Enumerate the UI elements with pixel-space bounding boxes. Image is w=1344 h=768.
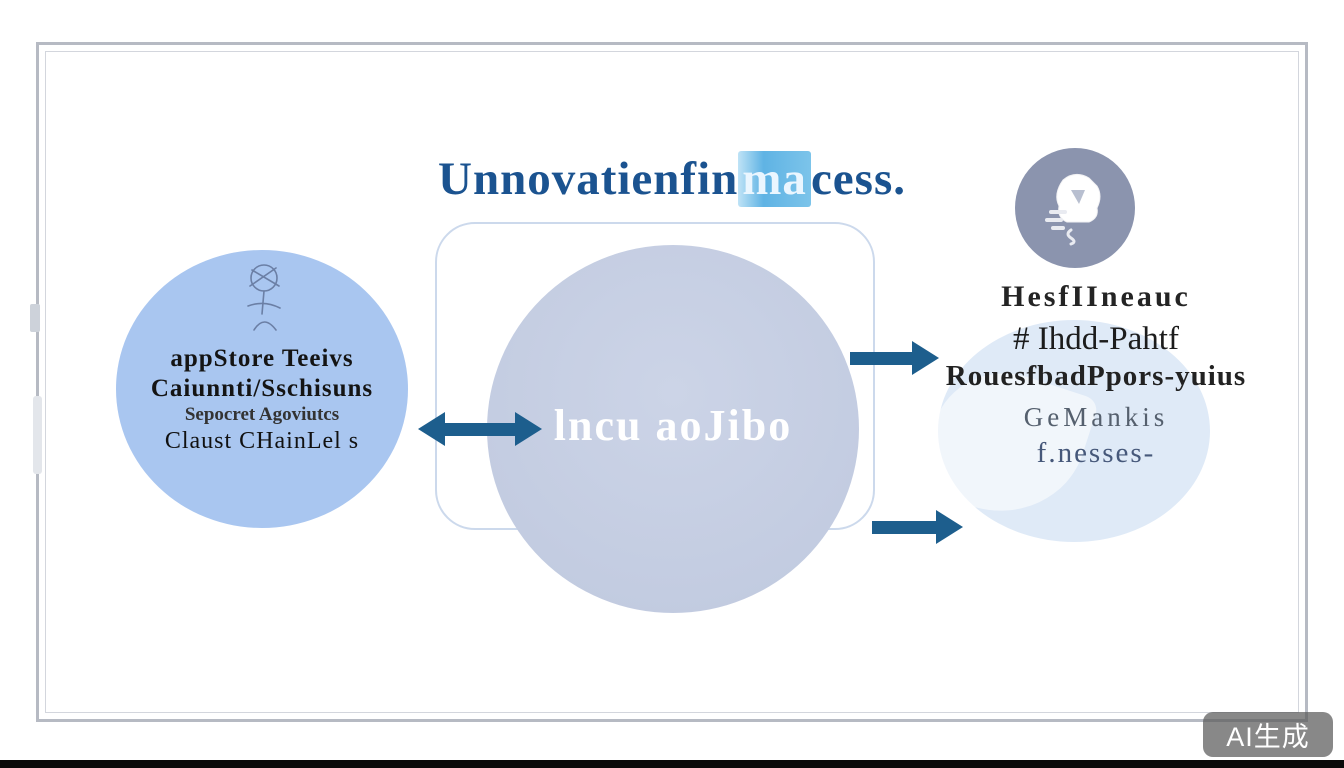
right-line: f.nesses- xyxy=(1036,436,1156,469)
right-bubble xyxy=(914,320,1210,542)
arrow-shaft xyxy=(445,422,515,436)
title-prefix: Unnovatienfin xyxy=(438,153,739,205)
left-line: Claust CHainLel s xyxy=(164,427,360,454)
right-line: RouesfbadPpors-yuius xyxy=(945,360,1247,393)
edge-artifact xyxy=(33,396,42,474)
right-line: # Ihdd-Pahtf xyxy=(1013,320,1179,357)
title-highlight: ma xyxy=(738,151,811,207)
cup-sketch-icon xyxy=(1045,174,1101,246)
arrow-shaft xyxy=(872,520,936,534)
edge-artifact xyxy=(30,304,40,332)
arrow-head-right-icon xyxy=(936,510,963,544)
badge-circle xyxy=(1015,148,1135,268)
left-bubble: appStore Teeivs Caiunnti/Sschisuns Sepoc… xyxy=(116,250,408,528)
person-sketch-icon xyxy=(224,256,304,342)
double-arrow xyxy=(418,412,542,446)
inner-frame xyxy=(45,51,1299,713)
right-text-block: HesfIIneauc # Ihdd-Pahtf RouesfbadPpors-… xyxy=(888,280,1304,470)
left-bubble-text: appStore Teeivs Caiunnti/Sschisuns Sepoc… xyxy=(116,344,408,456)
bottom-edge-bar xyxy=(0,760,1344,768)
page-title: Unnovatienfinmacess. xyxy=(0,151,1344,207)
center-bubble-label: lncu aoJibo xyxy=(553,400,793,450)
arrow-head-right-icon xyxy=(912,341,939,375)
outer-frame xyxy=(36,42,1308,722)
arrow-center-to-right-top xyxy=(850,341,939,375)
left-line: Caiunnti/Sschisuns xyxy=(150,375,374,402)
center-bubble: lncu aoJibo xyxy=(487,245,859,613)
right-line: HesfIIneauc xyxy=(1001,280,1191,313)
left-line: appStore Teeivs xyxy=(170,345,354,372)
arrow-head-right-icon xyxy=(515,412,542,446)
arrow-shaft xyxy=(850,351,912,365)
title-suffix: cess. xyxy=(810,153,906,205)
ai-watermark-badge: AI生成 xyxy=(1203,712,1333,757)
left-line: Sepocret Agoviutcs xyxy=(184,404,340,425)
arrow-head-left-icon xyxy=(418,412,445,446)
arrow-center-to-right-bottom xyxy=(872,510,963,544)
right-line: GeMankis xyxy=(1023,401,1169,432)
